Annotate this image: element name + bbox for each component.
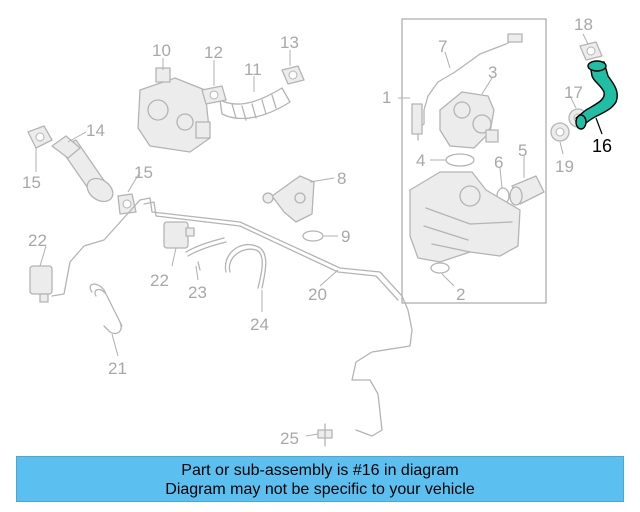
part-19-gasket: [550, 122, 570, 142]
part-22-solenoid-left: [29, 265, 53, 303]
callout-18: 18: [574, 15, 593, 34]
callout-25: 25: [280, 429, 299, 448]
callout-23: 23: [188, 283, 207, 302]
part-9-o-ring: [302, 230, 324, 242]
callout-8: 8: [337, 169, 346, 188]
part-5-fitting: [509, 175, 545, 206]
part-10-egr-valve: [137, 67, 211, 153]
part-25-clip: [317, 423, 333, 447]
callout-14: 14: [86, 121, 105, 140]
callout-24: 24: [250, 315, 269, 334]
banner-line-2: Diagram may not be specific to your vehi…: [165, 481, 475, 498]
callout-13: 13: [280, 33, 299, 52]
part-14-pipe: [51, 135, 114, 203]
callout-labels: 1 2 3 4 5 6 7 8 9 10 11 12 13 14 15 15 1…: [22, 15, 612, 448]
callout-16: 16: [592, 136, 612, 156]
callout-9: 9: [341, 227, 350, 246]
part-20-vacuum-line: [139, 197, 413, 437]
parts-diagram: 1 2 3 4 5 6 7 8 9 10 11 12 13 14 15 15 1…: [22, 15, 618, 448]
part-3-valve: [439, 91, 499, 149]
callout-19: 19: [555, 157, 574, 176]
part-21-hose: [89, 283, 123, 335]
callout-12: 12: [204, 43, 223, 62]
part-11-corrugated-pipe: [219, 87, 291, 121]
part-18-gasket: [579, 41, 603, 61]
callout-11: 11: [244, 60, 262, 79]
part-22-solenoid-right: [163, 221, 195, 249]
part-1-cooler: [409, 171, 521, 263]
info-banner: Part or sub-assembly is #16 in diagram D…: [16, 456, 624, 502]
callout-1: 1: [382, 88, 391, 107]
part-12-gasket: [201, 85, 227, 105]
part-16-egr-pipe-highlighted: [575, 60, 618, 130]
callout-10: 10: [152, 41, 171, 60]
callout-22-left: 22: [28, 231, 47, 250]
callout-3: 3: [488, 63, 497, 82]
part-24-hose: [224, 244, 267, 289]
callout-21: 21: [108, 359, 127, 378]
part-15-gasket-right: [117, 193, 137, 215]
callout-15-left: 15: [22, 173, 41, 192]
callout-5: 5: [518, 141, 527, 160]
callout-22-right: 22: [150, 271, 169, 290]
part-4-o-ring: [445, 153, 475, 167]
assembly-box: [401, 18, 547, 304]
callout-17: 17: [564, 83, 583, 102]
leader-lines: [35, 33, 603, 437]
callout-2: 2: [456, 285, 465, 304]
part-23-hose: [185, 237, 227, 271]
callout-6: 6: [494, 153, 503, 172]
part-2-gasket: [430, 262, 450, 274]
callout-15-right: 15: [134, 163, 153, 182]
callout-4: 4: [416, 151, 425, 170]
callout-7: 7: [438, 37, 447, 56]
part-8-bracket: [262, 175, 315, 223]
banner-line-1: Part or sub-assembly is #16 in diagram: [181, 462, 459, 479]
callout-20: 20: [308, 285, 327, 304]
part-15-gasket-left: [27, 125, 53, 149]
part-13-gasket: [281, 65, 305, 85]
